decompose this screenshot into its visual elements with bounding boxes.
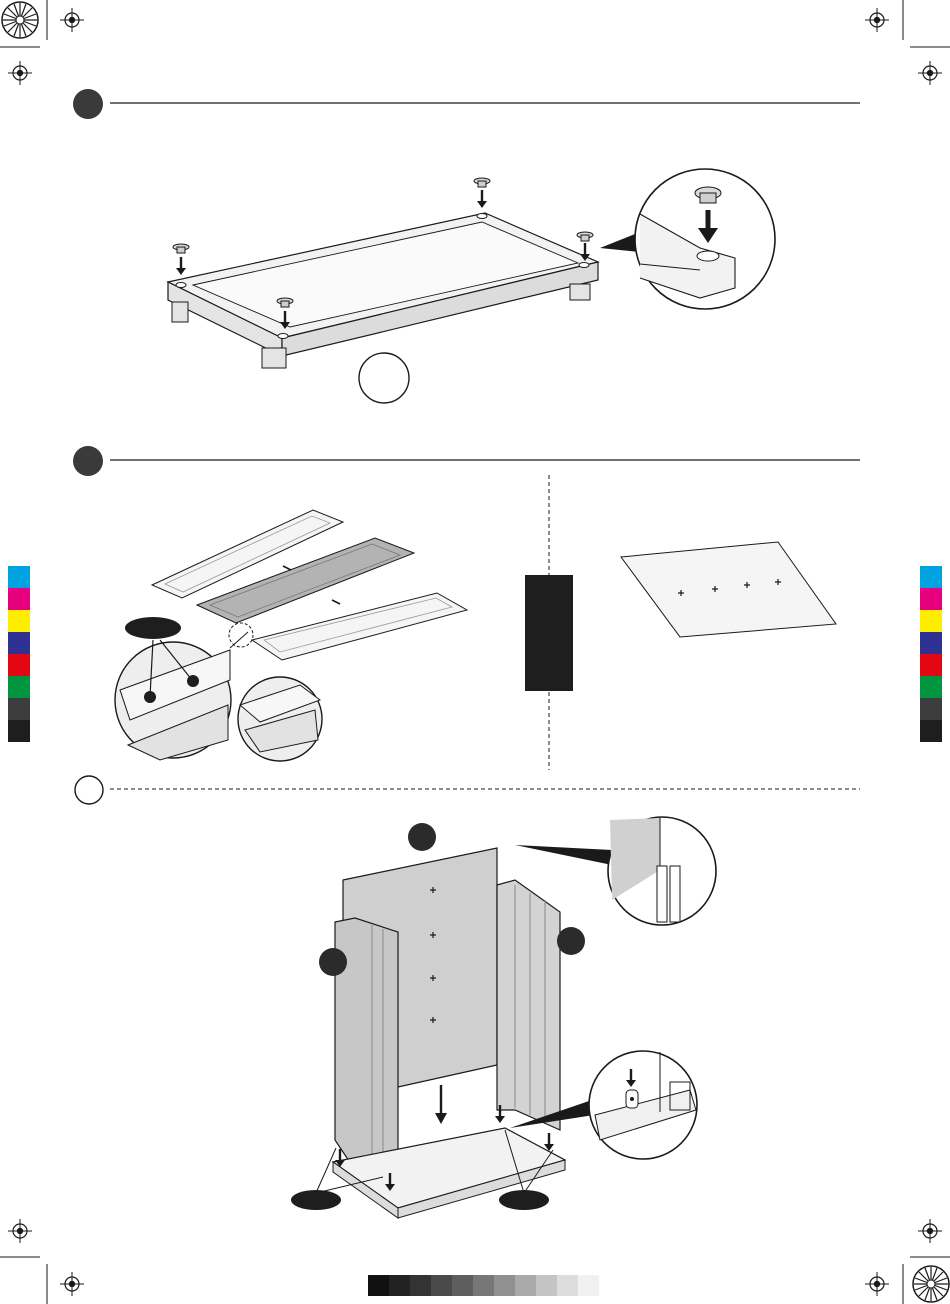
panels-exploded	[152, 510, 467, 660]
cap-plug-icon	[577, 232, 593, 241]
registration-mark-icon	[60, 8, 84, 32]
registration-mark-icon	[8, 61, 32, 85]
step-1-section	[73, 89, 860, 403]
base-tray	[168, 213, 598, 368]
cap-plug-icon	[173, 244, 189, 253]
part-callout	[408, 823, 436, 851]
cap-detail-zoom	[600, 169, 775, 309]
registration-mark-icon	[865, 1272, 889, 1296]
step-3-section	[75, 776, 860, 1218]
step-2-section	[73, 446, 860, 770]
registration-mark-icon	[60, 1272, 84, 1296]
color-control-strip-left	[8, 566, 30, 742]
cap-plug-icon	[474, 178, 490, 187]
color-control-strip-right	[920, 566, 942, 742]
grayscale-control-strip	[368, 1275, 599, 1296]
registration-mark-icon	[918, 1219, 942, 1243]
registration-mark-icon	[918, 61, 942, 85]
part-number-circle	[359, 353, 409, 403]
warning-block	[525, 575, 573, 691]
step-badge	[73, 89, 103, 119]
registration-mark-icon	[865, 8, 889, 32]
step-badge	[73, 446, 103, 476]
cabinet-assembly	[291, 823, 585, 1218]
color-target-icon	[2, 2, 38, 38]
color-target-icon	[913, 1266, 949, 1302]
part-callout	[557, 927, 585, 955]
part-callout	[319, 948, 347, 976]
step-badge	[75, 776, 103, 804]
down-arrow-icon	[544, 1133, 554, 1151]
down-arrow-icon	[477, 190, 487, 208]
registration-mark-icon	[8, 1219, 32, 1243]
back-panel-flat	[621, 542, 836, 637]
down-arrow-icon	[176, 257, 186, 275]
